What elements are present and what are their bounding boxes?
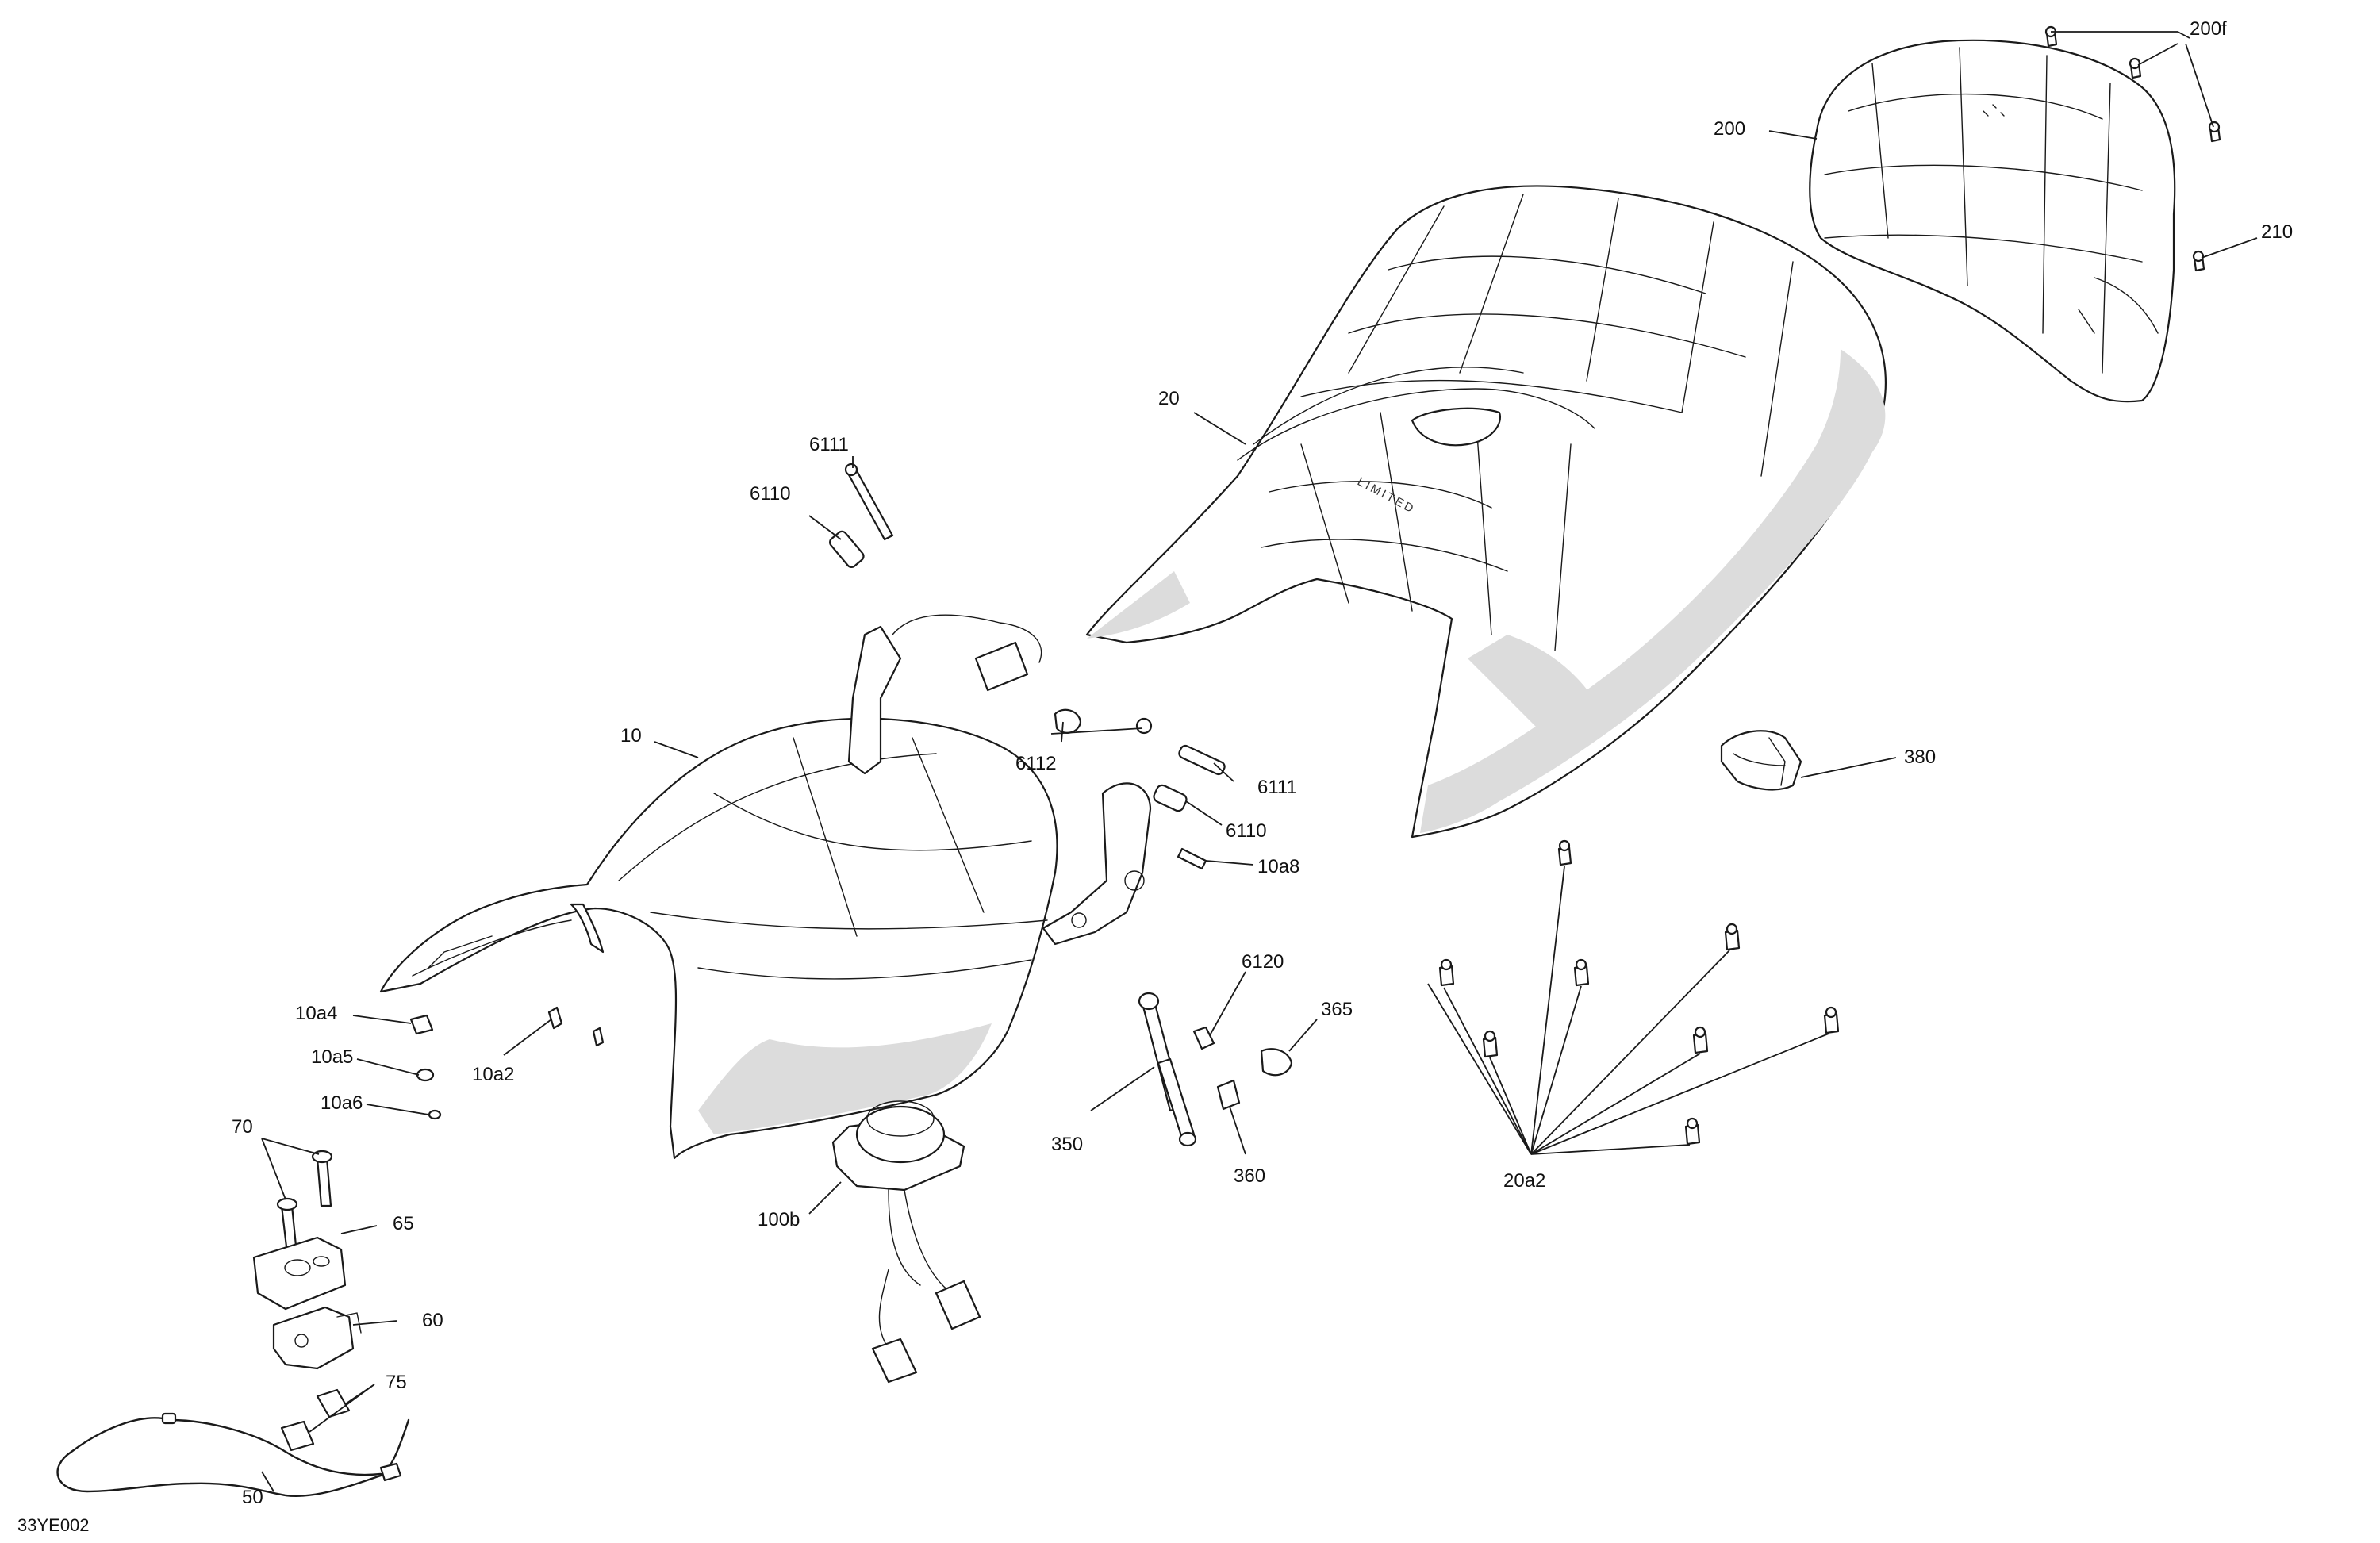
seat-hinge-bracket[interactable] <box>1042 782 1152 946</box>
bolts-6120-365-360[interactable] <box>1192 1026 1293 1111</box>
drawing-number: 33YE002 <box>17 1515 90 1535</box>
fasteners-6111-6110-top[interactable] <box>828 463 894 569</box>
callout-20a2: 20a2 <box>1503 1170 1545 1192</box>
callout-65: 65 <box>393 1213 414 1234</box>
latch-housing-65[interactable] <box>252 1236 347 1311</box>
callout-6110-mid: 6110 <box>1226 820 1267 842</box>
callout-labels: 200f 200 210 20 6111 6110 10 6112 6111 6… <box>17 18 2293 1535</box>
rear-seat-20[interactable]: LIMITED <box>1085 185 1887 839</box>
callout-210: 210 <box>2261 221 2293 243</box>
clips-75[interactable] <box>280 1388 351 1452</box>
callout-10: 10 <box>620 725 642 747</box>
callout-365: 365 <box>1321 999 1353 1020</box>
callout-20: 20 <box>1158 388 1180 409</box>
callout-380: 380 <box>1904 747 1936 768</box>
callout-6111-mid: 6111 <box>1257 777 1297 798</box>
callout-6120: 6120 <box>1242 951 1284 973</box>
module-380[interactable] <box>1720 730 1802 791</box>
bumpers-20a2[interactable] <box>1438 839 1840 1146</box>
latch-60[interactable] <box>272 1306 362 1370</box>
screws-70[interactable] <box>276 1150 333 1255</box>
callout-10a5: 10a5 <box>311 1046 353 1068</box>
callout-60: 60 <box>422 1310 443 1331</box>
callout-6111-top: 6111 <box>809 434 849 455</box>
callout-6110-top: 6110 <box>750 483 791 505</box>
gas-strut-350[interactable] <box>1138 992 1197 1147</box>
release-cable-50[interactable] <box>56 1412 410 1497</box>
speaker-module-100b[interactable] <box>831 1100 981 1384</box>
callout-75: 75 <box>386 1372 407 1393</box>
callout-50: 50 <box>242 1487 263 1508</box>
fasteners-10a-series[interactable] <box>409 1006 605 1120</box>
backrest-200[interactable] <box>1809 39 2176 403</box>
callout-10a8: 10a8 <box>1257 856 1299 877</box>
callout-6112: 6112 <box>1015 753 1057 774</box>
callout-10a6: 10a6 <box>321 1092 363 1114</box>
seat-harness-bracket[interactable] <box>847 614 1042 775</box>
callout-10a2: 10a2 <box>472 1064 514 1085</box>
callout-200: 200 <box>1714 118 1745 140</box>
callout-200f: 200f <box>2190 18 2227 40</box>
callout-350: 350 <box>1051 1134 1083 1155</box>
callout-360: 360 <box>1234 1165 1265 1187</box>
leader-lines <box>261 31 2258 1492</box>
callout-10a4: 10a4 <box>295 1003 337 1024</box>
callout-70: 70 <box>232 1116 253 1138</box>
front-seat-10[interactable] <box>379 717 1058 1160</box>
fasteners-6112-6111-6110-mid[interactable] <box>1054 708 1226 870</box>
callout-100b: 100b <box>758 1209 800 1230</box>
